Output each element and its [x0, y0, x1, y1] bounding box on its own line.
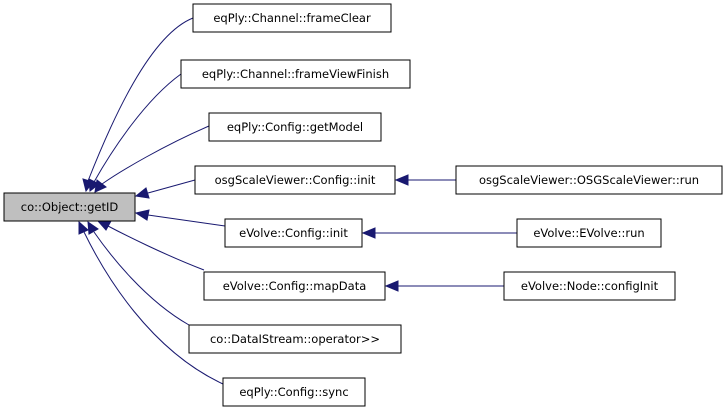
node-label: eqPly::Config::sync [239, 385, 348, 399]
node-label: co::Object::getID [21, 200, 119, 214]
node-label: eqPly::Config::getModel [227, 120, 363, 134]
edge-evolve-map-data-to-root [107, 225, 205, 271]
node-eqply-channel-frameviewfinish[interactable]: eqPly::Channel::frameViewFinish [180, 59, 411, 89]
edge-osg-config-init-to-root [147, 179, 196, 194]
node-osgscaleviewer-config-init[interactable]: osgScaleViewer::Config::init [194, 165, 396, 195]
arrowhead-evolve-run [361, 227, 376, 239]
node-label: eqPly::Channel::frameViewFinish [202, 67, 389, 81]
node-co-dataistream-operator[interactable]: co::DataIStream::operator>> [188, 324, 402, 354]
node-eqply-channel-frameclear[interactable]: eqPly::Channel::frameClear [192, 3, 392, 33]
node-label: eVolve::Config::mapData [223, 279, 367, 293]
node-osgscaleviewer-osgscaleviewer-run[interactable]: osgScaleViewer::OSGScaleViewer::run [455, 165, 723, 195]
node-evolve-node-configinit[interactable]: eVolve::Node::configInit [503, 271, 676, 301]
arrowhead-evolve-map-data [96, 220, 112, 231]
arrowhead-eqply-sync [78, 220, 89, 235]
node-label: osgScaleViewer::Config::init [215, 173, 376, 187]
edge-get-model-to-root [101, 125, 210, 185]
node-evolve-evolve-run[interactable]: eVolve::EVolve::run [516, 218, 662, 248]
node-evolve-config-mapdata[interactable]: eVolve::Config::mapData [203, 271, 386, 301]
nodes-layer: co::Object::getID eqPly::Channel::frameC… [3, 3, 723, 407]
arrowhead-data-istream [87, 220, 99, 235]
edge-evolve-config-init-to-root [147, 214, 226, 227]
node-evolve-config-init[interactable]: eVolve::Config::init [224, 218, 363, 248]
node-label: osgScaleViewer::OSGScaleViewer::run [479, 173, 699, 187]
edge-frame-clear-to-root [87, 17, 194, 182]
node-label: co::DataIStream::operator>> [210, 332, 380, 346]
node-label: eVolve::Node::configInit [521, 279, 659, 293]
node-co-object-getid[interactable]: co::Object::getID [3, 192, 136, 222]
arrowhead-osg-config-init [134, 187, 150, 199]
node-label: eVolve::Config::init [239, 226, 348, 240]
arrowhead-node-config-init [384, 280, 399, 292]
arrowhead-get-model [94, 179, 107, 193]
node-label: eqPly::Channel::frameClear [213, 11, 371, 25]
edge-eqply-sync-to-root [83, 231, 224, 385]
edge-data-istream-to-root [93, 231, 190, 326]
arrowhead-frame-view-finish [88, 178, 100, 192]
node-label: eVolve::EVolve::run [533, 226, 644, 240]
arrowhead-evolve-config-init [134, 209, 150, 221]
node-eqply-config-getmodel[interactable]: eqPly::Config::getModel [208, 112, 382, 142]
arrowhead-osg-run [394, 174, 409, 186]
node-eqply-config-sync[interactable]: eqPly::Config::sync [222, 377, 366, 407]
edge-frame-view-finish-to-root [93, 73, 182, 183]
edges-layer [78, 17, 517, 385]
